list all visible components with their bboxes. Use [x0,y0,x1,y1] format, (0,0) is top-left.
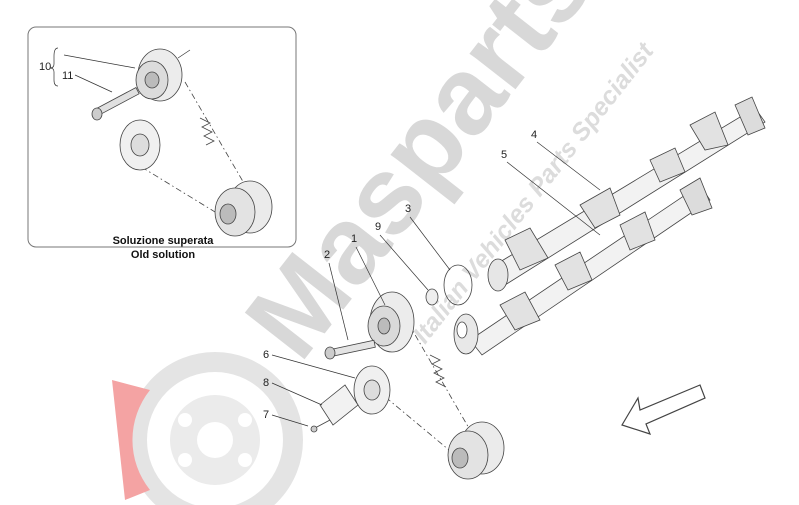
callout-10: 10 [39,61,51,73]
callout-6: 6 [263,349,269,361]
washer-9 [425,288,439,306]
callout-7: 7 [263,409,269,421]
main-assembly: 1 2 3 4 5 6 7 8 9 [263,96,766,480]
direction-arrow-icon [621,384,706,435]
callout-5: 5 [501,149,507,161]
callout-2: 2 [324,249,330,261]
sprocket-6 [353,365,391,415]
callout-1: 1 [351,233,357,245]
callout-3: 3 [405,203,411,215]
bolt-2 [324,339,376,360]
callout-11: 11 [62,70,73,82]
screw-7 [310,419,331,433]
old-solution-inset: 10 11 Soluzione superata Old solution [27,26,297,261]
phaser-sprocket-1 [367,291,415,353]
watermark-logo-icon [112,352,303,505]
seal-ring-3 [443,264,473,306]
crank-sprocket [447,421,505,480]
camshaft-5 [453,177,713,356]
callout-8: 8 [263,377,269,389]
plate-8 [319,384,359,426]
callout-4: 4 [531,129,537,141]
callout-9: 9 [375,221,381,233]
inset-caption-it: Soluzione superata [113,235,215,247]
inset-caption-en: Old solution [131,249,195,261]
camshaft-4 [487,96,766,292]
